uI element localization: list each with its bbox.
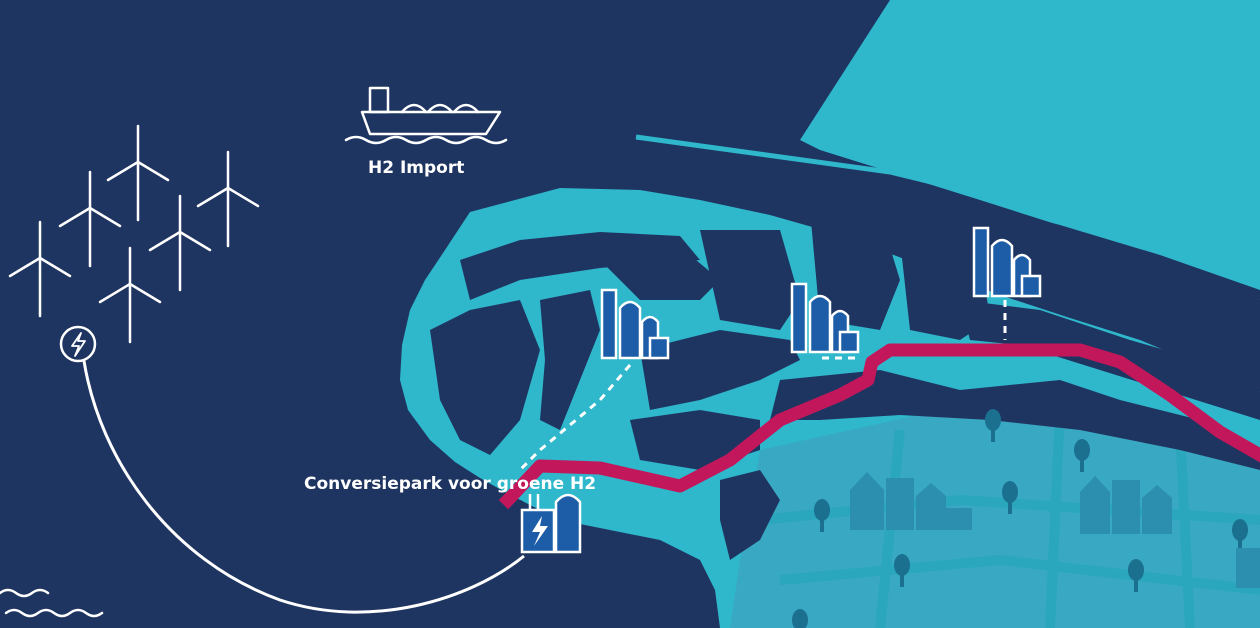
wind-turbine-icon [58, 170, 122, 268]
land-north [800, 0, 1260, 300]
tree-icon [985, 409, 1001, 442]
house-icon [1080, 476, 1172, 534]
tree-icon [1002, 481, 1018, 514]
h2-import-label: H2 Import [368, 158, 465, 178]
hydrogen-pipeline [498, 343, 1260, 510]
electrolyser-icon [520, 493, 582, 554]
tree-icon [1074, 439, 1090, 472]
house-icon [1236, 548, 1260, 588]
breakwater-2 [889, 169, 1260, 265]
conversion-park-label: Conversiepark voor groene H2 [304, 474, 597, 494]
wind-turbine-icon [98, 246, 162, 344]
factory-icon [790, 282, 860, 354]
tree-icon [1232, 519, 1248, 552]
houses [850, 472, 1260, 588]
trees [792, 409, 1248, 628]
lng-ship-icon [344, 86, 508, 145]
house-icon [850, 472, 972, 530]
tree-icon [894, 554, 910, 587]
factory-icon [600, 288, 670, 360]
tree-icon [792, 609, 808, 628]
wind-turbine-icon [148, 194, 212, 292]
wind-turbines [8, 124, 260, 344]
dashed-connectors [518, 300, 1007, 472]
wind-turbine-icon [106, 124, 170, 222]
power-cable [82, 360, 525, 614]
lightning-icon [59, 325, 97, 363]
tree-icon [1128, 559, 1144, 592]
factory-icon [972, 226, 1042, 298]
breakwater [635, 134, 891, 175]
waves-icon [0, 588, 104, 618]
wind-turbine-icon [196, 150, 260, 248]
wind-turbine-icon [8, 220, 72, 318]
tree-icon [814, 499, 830, 532]
dock-basins [430, 160, 1260, 560]
